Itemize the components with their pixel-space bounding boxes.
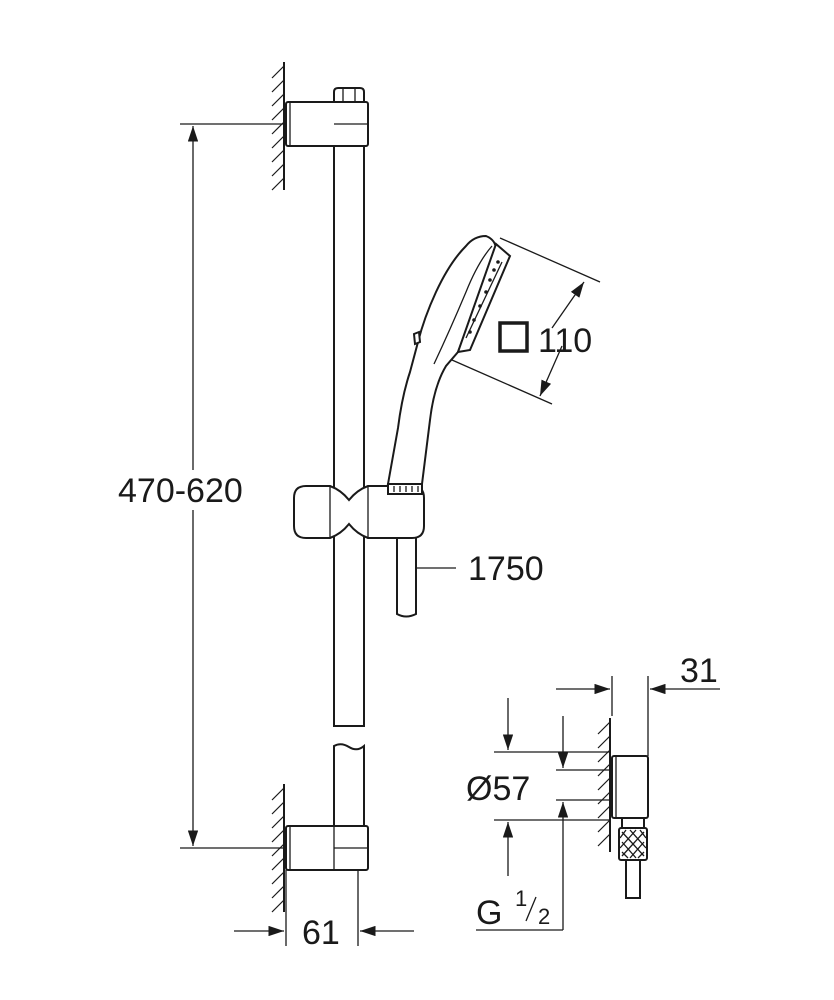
- head-size-dimension: 110: [451, 237, 601, 405]
- lower-wall-hatching: [271, 784, 285, 913]
- thread-dimension: G 1 2: [476, 716, 610, 932]
- hose-length-label: 1750: [468, 550, 544, 588]
- rail-height-dimension: 470-620: [118, 123, 286, 849]
- thread-denominator-label: 2: [538, 904, 550, 929]
- lower-wall-bracket: [285, 825, 369, 871]
- hose-length-dimension: 1750: [416, 550, 544, 588]
- sliding-holder: [293, 485, 425, 539]
- square-size-symbol: [498, 321, 529, 353]
- head-size-label: 110: [538, 322, 592, 360]
- wall-outlet-elbow: [611, 755, 649, 899]
- outlet-diameter-label: Ø57: [466, 770, 530, 808]
- upper-wall-hatching: [271, 62, 285, 191]
- hand-shower: [386, 234, 512, 495]
- thread-prefix-label: G: [476, 894, 502, 932]
- shower-rail: [333, 145, 365, 833]
- outlet-depth-label: 31: [680, 652, 718, 690]
- upper-wall-bracket: [285, 87, 369, 147]
- shower-hose: [396, 531, 417, 618]
- outlet-depth-dimension: 31: [556, 652, 720, 756]
- outlet-diameter-dimension: Ø57: [466, 698, 610, 876]
- wall-offset-dimension: 61: [234, 870, 414, 952]
- outlet-wall-hatching: [597, 718, 611, 852]
- rail-height-label: 470-620: [118, 472, 243, 510]
- wall-offset-label: 61: [302, 914, 340, 952]
- thread-numerator-label: 1: [515, 886, 527, 911]
